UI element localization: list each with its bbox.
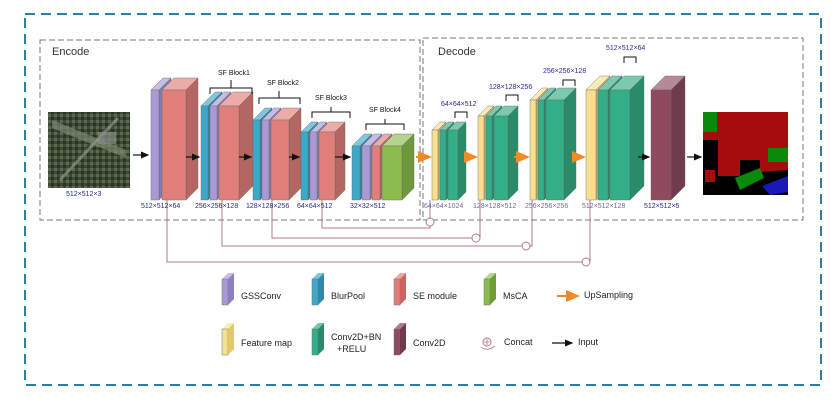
enc1-se-module-layer: [161, 77, 199, 201]
decode-region: [422, 37, 804, 221]
legend-upsampling-label: UpSampling: [584, 290, 634, 300]
sf-block-1-label: SF Block1: [218, 70, 250, 77]
decoder-dim-1: 64×64×1024: [424, 203, 464, 210]
decoder-top-brackets: [454, 56, 637, 118]
layer-blocks: [150, 75, 686, 201]
dec1-conv-layer-b: [447, 121, 467, 201]
output-segmentation-mask: [703, 112, 788, 195]
skip-connections: [166, 200, 591, 263]
encoder-dim-4: 64×64×512: [297, 203, 333, 210]
legend-concat-label: Concat: [504, 337, 533, 347]
sf-block-2-label: SF Block2: [267, 80, 299, 87]
input-image: [48, 112, 130, 188]
legend-relu-label: +RELU: [337, 344, 367, 354]
legend-se-module-swatch: [393, 273, 406, 306]
decoder-top-dim-1: 64×64×512: [441, 101, 477, 108]
sf-block-brackets: [209, 80, 405, 130]
dec4-conv-layer-b: [609, 75, 645, 201]
legend-gssconv-swatch: [221, 273, 234, 306]
decode-title: Decode: [438, 46, 476, 58]
input-dim-label: 512×512×3: [66, 191, 102, 198]
dec2-conv-layer-b: [493, 105, 519, 201]
legend-conv2d-bn-label: Conv2D+BN: [331, 332, 382, 342]
encoder-dim-3: 128×128×256: [246, 203, 290, 210]
legend-gssconv-label: GSSConv: [241, 291, 282, 301]
encoder-dim-1: 512×512×64: [141, 203, 181, 210]
sf-block-4-label: SF Block4: [369, 107, 401, 114]
enc2-se-module-layer: [218, 91, 254, 201]
output-dim-label: 512×512×5: [644, 203, 680, 210]
encode-title: Encode: [52, 46, 90, 58]
encoder-dim-2: 256×256×128: [195, 203, 239, 210]
legend-conv2d-swatch: [393, 323, 406, 356]
decoder-dim-2: 128×128×512: [473, 203, 517, 210]
legend-msca-swatch: [483, 273, 496, 306]
legend-blurpool-label: BlurPool: [331, 291, 366, 301]
flow-arrows: [133, 151, 703, 163]
outer-frame: [24, 13, 822, 386]
concat-icon: [480, 337, 496, 350]
decoder-dim-4: 512×512×128: [582, 203, 626, 210]
legend-conv2d-bn-relu-swatch: [311, 323, 324, 356]
decoder-top-dim-2: 128×128×256: [489, 84, 533, 91]
legend-msca-label: MsCA: [503, 291, 528, 301]
encode-region: [39, 39, 421, 221]
sf-block-3-label: SF Block3: [315, 95, 347, 102]
legend-feature-map-swatch: [221, 323, 234, 356]
legend-blurpool-swatch: [311, 273, 324, 306]
legend-conv2d-label: Conv2D: [413, 338, 446, 348]
legend-feature-map-label: Feature map: [241, 338, 293, 348]
enc3-se-module-layer: [270, 107, 302, 201]
output-conv2d-layer: [650, 75, 686, 201]
decoder-top-dim-3: 256×256×128: [543, 68, 587, 75]
legend-swatches: [221, 273, 580, 356]
legend-input-label: Input: [578, 337, 599, 347]
decoder-top-dim-4: 512×512×64: [606, 45, 646, 52]
concat-nodes: [425, 217, 591, 267]
encoder-dim-5: 32×32×512: [350, 203, 386, 210]
dec3-conv-layer-b: [545, 87, 577, 201]
enc5-msca-layer: [381, 133, 415, 201]
decoder-dim-3: 256×256×256: [525, 203, 569, 210]
legend-se-module-label: SE module: [413, 291, 458, 301]
enc4-se-module-layer: [318, 121, 346, 201]
